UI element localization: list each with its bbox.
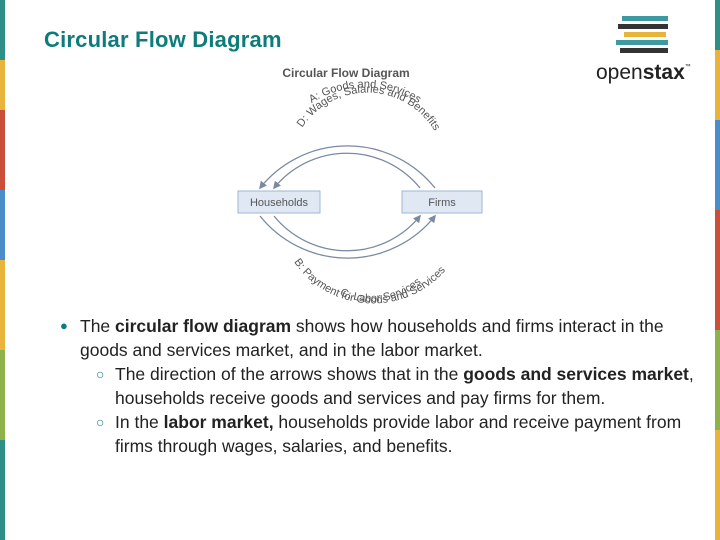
diagram-title: Circular Flow Diagram — [282, 66, 409, 80]
right-accent-bar-1 — [715, 0, 720, 50]
left-accent-bar-4 — [0, 190, 5, 260]
book-stack-icon — [616, 16, 668, 53]
right-accent-bar-6 — [715, 430, 720, 540]
right-accent-bar-4 — [715, 210, 720, 330]
arrow-payment — [259, 214, 436, 259]
sub-bullet-ring-icon: ○ — [96, 366, 105, 382]
left-accent-bar-2 — [0, 60, 5, 110]
slide-title: Circular Flow Diagram — [44, 27, 282, 52]
left-accent-bar-6 — [0, 350, 5, 440]
arrow-wages — [273, 152, 421, 190]
bullet-dot-icon: ● — [60, 318, 68, 333]
arrow-labor-services — [273, 214, 421, 252]
label-payment: B: Payment for Goods and Services — [291, 256, 448, 306]
right-accent-bar-5 — [715, 330, 720, 430]
left-accent-bar-7 — [0, 440, 5, 540]
firms-box — [401, 190, 483, 214]
bullet-list: ● The circular flow diagram shows how ho… — [60, 314, 700, 458]
arrow-goods-and-services — [259, 145, 436, 190]
left-accent-bar-1 — [0, 0, 5, 60]
openstax-logo: openstax™ — [596, 14, 706, 86]
firms-label: Firms — [428, 197, 456, 209]
openstax-wordmark: openstax™ — [596, 61, 691, 84]
sub-bullet-ring-icon: ○ — [96, 414, 105, 430]
left-accent-bar-3 — [0, 110, 5, 190]
right-accent-bar-3 — [715, 120, 720, 210]
households-box — [237, 190, 321, 214]
households-label: Households — [250, 197, 309, 209]
bullet-item-3: ○ In the labor market, households provid… — [96, 412, 682, 456]
bullet-item-2: ○ The direction of the arrows shows that… — [96, 364, 694, 408]
right-accent-bar-2 — [715, 50, 720, 120]
left-accent-bar-5 — [0, 260, 5, 350]
bullet-item-1: ● The circular flow diagram shows how ho… — [60, 316, 664, 360]
circular-flow-diagram: Circular Flow Diagram A: Goods and Servi… — [237, 66, 483, 306]
